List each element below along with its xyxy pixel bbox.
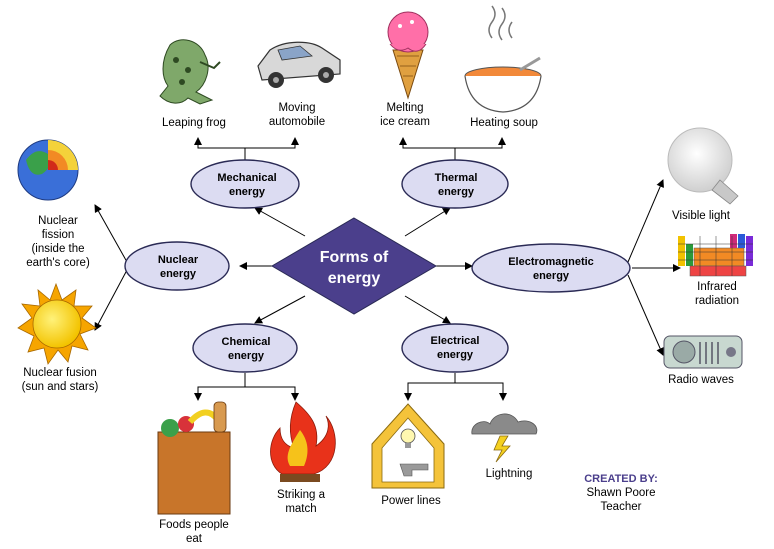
example-connectors (94, 137, 681, 401)
center-label-line2: energy (328, 270, 381, 287)
label-food-line1: Foods people (159, 519, 229, 531)
label-automobile-line1: Moving (278, 102, 315, 114)
label-infrared-line2: radiation (695, 295, 739, 307)
fire-icon (270, 401, 336, 482)
label-fission-line4: earth's core) (26, 257, 90, 269)
form-mechanical-line1: Mechanical (217, 172, 276, 184)
form-electromagnetic: Electromagnetic energy (471, 243, 631, 293)
label-automobile-line2: automobile (269, 116, 325, 128)
credit-role: Teacher (601, 501, 642, 513)
form-thermal-line2: energy (438, 186, 475, 198)
form-electrical-line1: Electrical (431, 335, 480, 347)
form-nuclear-line1: Nuclear (158, 254, 199, 266)
form-electromagnetic-line1: Electromagnetic (508, 256, 594, 268)
radio-icon (663, 335, 743, 369)
sun-icon (17, 282, 97, 365)
label-match-line1: Striking a (277, 489, 326, 501)
form-electromagnetic-line2: energy (533, 270, 570, 282)
center-connectors (239, 207, 473, 324)
light-bulb-icon (667, 127, 739, 205)
credit-name: Shawn Poore (586, 487, 655, 499)
house-power-icon (371, 403, 445, 489)
form-chemical-line1: Chemical (222, 336, 271, 348)
lightning-cloud-icon (471, 413, 538, 463)
center-node: Forms of energy (271, 217, 437, 315)
form-mechanical: Mechanical energy (190, 159, 300, 209)
form-thermal: Thermal energy (401, 159, 509, 209)
credit-heading: CREATED BY: (584, 473, 658, 485)
label-frog: Leaping frog (162, 117, 226, 129)
label-power-lines: Power lines (381, 495, 441, 507)
form-nuclear-line2: energy (160, 268, 197, 280)
ice-cream-icon (387, 11, 429, 100)
label-fission-line1: Nuclear (38, 215, 78, 227)
label-fusion-line1: Nuclear fusion (23, 367, 97, 379)
form-electrical-line2: energy (437, 349, 474, 361)
label-visible-light: Visible light (672, 210, 731, 222)
example-labels: Leaping frog Moving automobile Melting i… (22, 102, 739, 545)
form-chemical: Chemical energy (192, 323, 298, 373)
grocery-bag-icon (157, 401, 231, 515)
label-radio: Radio waves (668, 374, 734, 386)
frog-icon (159, 39, 221, 105)
label-match-line2: match (285, 503, 316, 515)
label-fission-line2: fission (42, 229, 75, 241)
credit-block: CREATED BY: Shawn Poore Teacher (584, 473, 658, 513)
car-icon (257, 41, 341, 88)
earth-core-icon (17, 139, 79, 201)
form-chemical-line2: energy (228, 350, 265, 362)
label-infrared-line1: Infrared (697, 281, 737, 293)
spectrum-chart-icon (678, 234, 753, 277)
label-lightning: Lightning (486, 468, 533, 480)
center-label-line1: Forms of (320, 249, 389, 266)
soup-bowl-icon (464, 5, 542, 113)
label-fusion-line2: (sun and stars) (22, 381, 99, 393)
label-ice-cream-line2: ice cream (380, 116, 430, 128)
form-mechanical-line2: energy (229, 186, 266, 198)
label-fission-line3: (inside the (31, 243, 84, 255)
label-food-line2: eat (186, 533, 203, 545)
form-electrical: Electrical energy (401, 323, 509, 373)
label-ice-cream-line1: Melting (386, 102, 423, 114)
form-thermal-line1: Thermal (435, 172, 478, 184)
form-nuclear: Nuclear energy (124, 241, 230, 291)
label-soup: Heating soup (470, 117, 538, 129)
